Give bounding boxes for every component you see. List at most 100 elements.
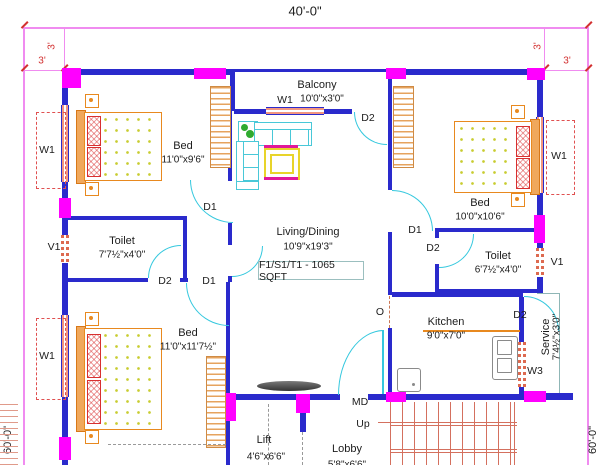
wall-segment	[62, 218, 68, 235]
tag-d2-balcony: D2	[361, 112, 375, 124]
wall-segment	[545, 393, 573, 400]
room-size-service: 7'4½"x3'0"	[551, 313, 563, 361]
dim-offset-tr-h: 3'	[563, 55, 571, 67]
tag-v1-left: V1	[47, 241, 61, 253]
column	[534, 215, 545, 243]
wall-segment	[230, 70, 235, 111]
dim-tick	[584, 64, 593, 72]
wash-basin	[257, 381, 321, 391]
column	[62, 68, 81, 88]
wall-segment	[324, 109, 352, 114]
column	[524, 391, 546, 402]
kitchen-counter	[423, 330, 520, 332]
bed-pillow	[87, 380, 101, 424]
dim-line-right	[587, 27, 589, 465]
column	[296, 394, 310, 413]
tag-d2-toilet2: D2	[426, 242, 440, 254]
side-table	[511, 193, 525, 207]
side-table	[85, 94, 99, 108]
wardrobe-hatch	[206, 356, 226, 448]
column	[386, 392, 406, 402]
dim-line-left	[23, 27, 25, 465]
kitchen-sink	[397, 368, 421, 392]
tag-up-stairs: Up	[356, 418, 370, 430]
sofa-seat	[243, 141, 259, 183]
dim-text-right: 60'-0"	[587, 425, 599, 455]
wall-segment	[392, 292, 523, 297]
stair-line	[378, 422, 517, 424]
lobby-dashed-line	[302, 432, 303, 465]
room-size-bed3: 10'0"x10'6"	[455, 211, 505, 223]
window-w1-balcony	[266, 107, 324, 115]
wall-segment	[62, 182, 68, 198]
tag-v1-right: V1	[550, 256, 564, 268]
wall-segment	[226, 394, 340, 400]
wall-segment	[537, 69, 543, 117]
wall-segment	[228, 276, 232, 282]
projection-dashed-line	[108, 444, 226, 445]
tag-w1-balcony: W1	[277, 94, 293, 106]
window-projection-w1	[36, 112, 66, 189]
sofa-seat	[254, 129, 312, 146]
stove	[492, 336, 518, 380]
opening-o-dashed	[389, 296, 390, 328]
tag-w1-left-top: W1	[39, 144, 55, 156]
door-arc-bed2-d1	[186, 283, 229, 326]
bed-pillow	[87, 147, 101, 177]
dim-text-top: 40'-0"	[288, 3, 322, 19]
tag-d2-service: D2	[513, 309, 527, 321]
room-size-lift: 4'6"x6'6"	[246, 451, 286, 463]
column	[223, 393, 236, 421]
wall-segment	[519, 387, 524, 397]
corner-hatch	[0, 404, 18, 465]
room-label-lift: Lift	[256, 434, 272, 446]
tag-d2-toilet1: D2	[158, 275, 172, 287]
table-edge	[264, 145, 298, 148]
wall-segment	[62, 263, 68, 315]
tag-o-opening: O	[375, 306, 385, 318]
column	[59, 198, 71, 218]
room-label-toilet1: Toilet	[109, 235, 135, 247]
room-size-kitchen: 9'0"x7'0"	[426, 330, 466, 342]
wall-segment	[226, 282, 230, 465]
dim-ext-right	[544, 28, 545, 70]
bed-pillow	[87, 334, 101, 378]
wall-segment	[388, 328, 392, 396]
wall-segment	[388, 69, 392, 190]
room-size-balcony: 10'0"x3'0"	[300, 93, 344, 105]
wall-segment	[537, 277, 543, 293]
wall-segment	[435, 228, 545, 232]
stair-line	[390, 452, 517, 454]
wall-segment	[180, 278, 188, 282]
vent-v1-left	[61, 235, 69, 263]
wall-segment	[537, 243, 543, 248]
tag-w3-kitchen: W3	[527, 365, 543, 377]
wall-segment	[183, 220, 187, 282]
wall-segment	[228, 223, 232, 245]
dim-ext-left	[64, 28, 65, 70]
tag-md-main-door: MD	[351, 396, 369, 408]
wall-segment	[62, 397, 68, 465]
coffee-table-inner	[270, 154, 294, 174]
window-w1-right	[536, 117, 544, 193]
door-arc-toilet1-d2	[148, 245, 181, 278]
dim-ext-tl	[23, 70, 65, 71]
stove-burner	[497, 340, 512, 355]
room-size-bed1: 11'0"x9'6"	[161, 154, 205, 166]
room-label-living: Living/Dining	[276, 226, 340, 238]
wall-segment	[62, 278, 148, 282]
room-size-lobby: 5'8"x6'6"	[327, 459, 367, 465]
wall-segment	[435, 232, 439, 238]
wall-segment	[435, 264, 439, 293]
tag-w1-right: W1	[551, 150, 567, 162]
wall-segment	[64, 69, 234, 75]
side-table	[511, 105, 525, 119]
dim-offset-tl-h: 3'	[38, 55, 46, 67]
room-size-bed2: 11'0"x11'7½"	[159, 341, 217, 353]
wall-segment	[388, 232, 392, 295]
window-projection-w1	[546, 120, 575, 195]
wardrobe-hatch	[210, 86, 231, 168]
plant	[241, 124, 248, 131]
dim-offset-tl-v: 3'	[46, 42, 58, 50]
